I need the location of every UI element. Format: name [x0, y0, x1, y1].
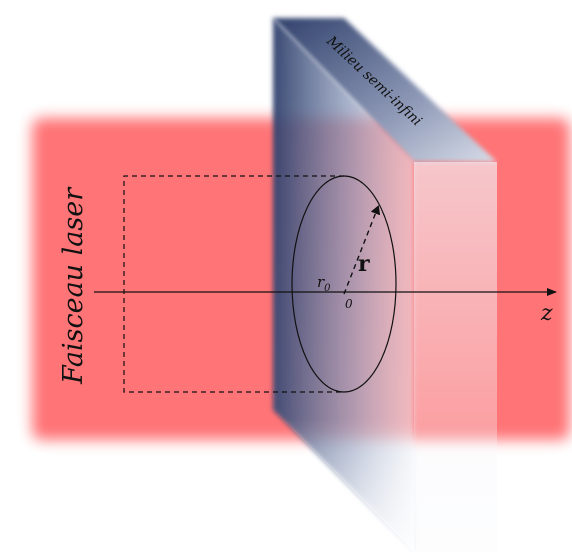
beam-label: Faisceau laser — [58, 186, 89, 385]
origin-label: 0 — [345, 297, 353, 311]
r0-label-base: r — [317, 273, 325, 291]
beam-section-dashed-box — [123, 175, 344, 393]
z-axis-label: z — [540, 301, 553, 326]
r0-label-subscript: 0 — [324, 283, 331, 294]
medium-front-fade — [273, 18, 414, 552]
medium-right-face — [414, 162, 497, 552]
semi-infinite-medium — [273, 18, 497, 552]
r0-label: r0 — [317, 273, 331, 294]
radius-label: r — [358, 251, 370, 277]
radius-arrow — [343, 205, 381, 295]
beam-spot-ellipse — [291, 175, 397, 393]
medium-top-face — [273, 18, 497, 162]
